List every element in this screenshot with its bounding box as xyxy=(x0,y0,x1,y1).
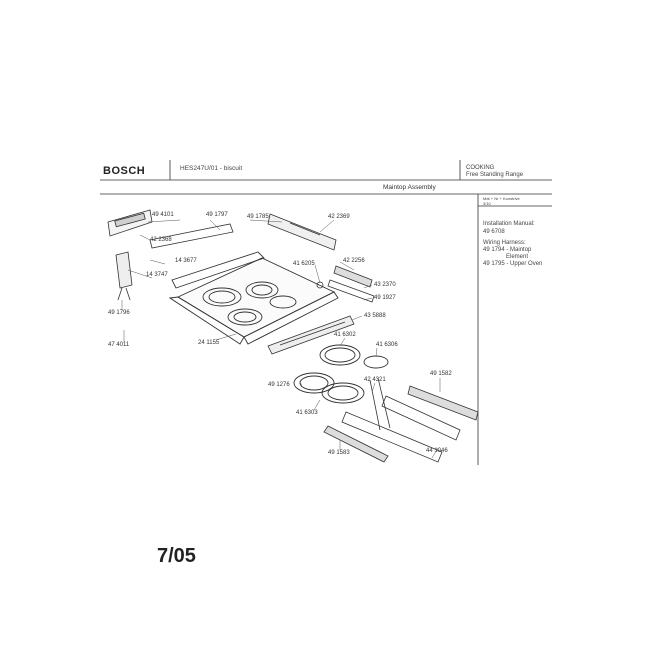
part-label-47-4011: 47 4011 xyxy=(108,342,130,348)
wiring-item-2: 49 1795 - Upper Oven xyxy=(483,261,543,267)
part-label-49-1927: 49 1927 xyxy=(374,295,396,301)
frame-lines xyxy=(100,160,552,465)
category: COOKING xyxy=(466,165,495,171)
ref-line-2: 3/10 xyxy=(483,201,491,206)
part-label-41-6205: 41 6205 xyxy=(293,261,315,267)
part-label-41-6302: 41 6302 xyxy=(334,332,356,338)
part-label-42-2256: 42 2256 xyxy=(343,258,365,264)
cooktop xyxy=(168,251,339,345)
part-label-41-6303: 41 6303 xyxy=(296,410,318,416)
part-label-49-1583: 49 1583 xyxy=(328,450,350,456)
part-label-24-1155: 24 1155 xyxy=(198,340,220,346)
wiring-harness-label: Wiring Harness: xyxy=(483,240,526,246)
rear-rails xyxy=(267,213,375,355)
section-title: Maintop Assembly xyxy=(383,184,436,191)
part-label-44-1046: 44 1046 xyxy=(426,448,448,454)
part-label-49-1797: 49 1797 xyxy=(206,212,228,218)
install-manual-number: 49 6708 xyxy=(483,229,505,235)
part-label-14-3677: 14 3677 xyxy=(175,258,197,264)
part-label-42-2369: 42 2369 xyxy=(328,214,350,220)
part-label-42-2368: 42 2368 xyxy=(150,237,172,243)
burner-front-right xyxy=(227,308,263,326)
part-label-41-6306: 41 6306 xyxy=(376,342,398,348)
wiring-item-1b: Element xyxy=(506,254,529,260)
part-label-42-4321: 42 4321 xyxy=(364,377,386,383)
subcategory: Free Standing Range xyxy=(466,172,524,178)
part-label-49-1276: 49 1276 xyxy=(268,382,290,388)
part-label-43-2370: 43 2370 xyxy=(374,282,396,288)
burner-front-left xyxy=(202,287,242,307)
part-label-49-4101: 49 4101 xyxy=(152,212,174,218)
part-label-14-3747: 14 3747 xyxy=(146,272,168,278)
part-label-43-5888: 43 5888 xyxy=(364,313,386,319)
brand-logo: BOSCH xyxy=(103,165,146,177)
backguard-assembly xyxy=(107,209,234,301)
support-brackets xyxy=(323,377,479,463)
wiring-item-1: 49 1794 - Maintop xyxy=(483,247,532,253)
ref-line-1: Mat + Nr + Konstrive xyxy=(483,196,520,201)
part-label-49-1785: 49 1785 xyxy=(247,214,269,220)
install-manual-label: Installation Manual: xyxy=(483,221,535,227)
heating-elements xyxy=(293,344,389,404)
part-label-49-1582: 49 1582 xyxy=(430,371,452,377)
burner-rear-right xyxy=(269,295,297,309)
burner-rear-left xyxy=(245,281,279,299)
model-number: HES247U/01 - biscuit xyxy=(180,165,243,172)
part-label-49-1796: 49 1796 xyxy=(108,310,130,316)
page-date: 7/05 xyxy=(157,545,196,567)
leader-lines xyxy=(121,219,441,459)
